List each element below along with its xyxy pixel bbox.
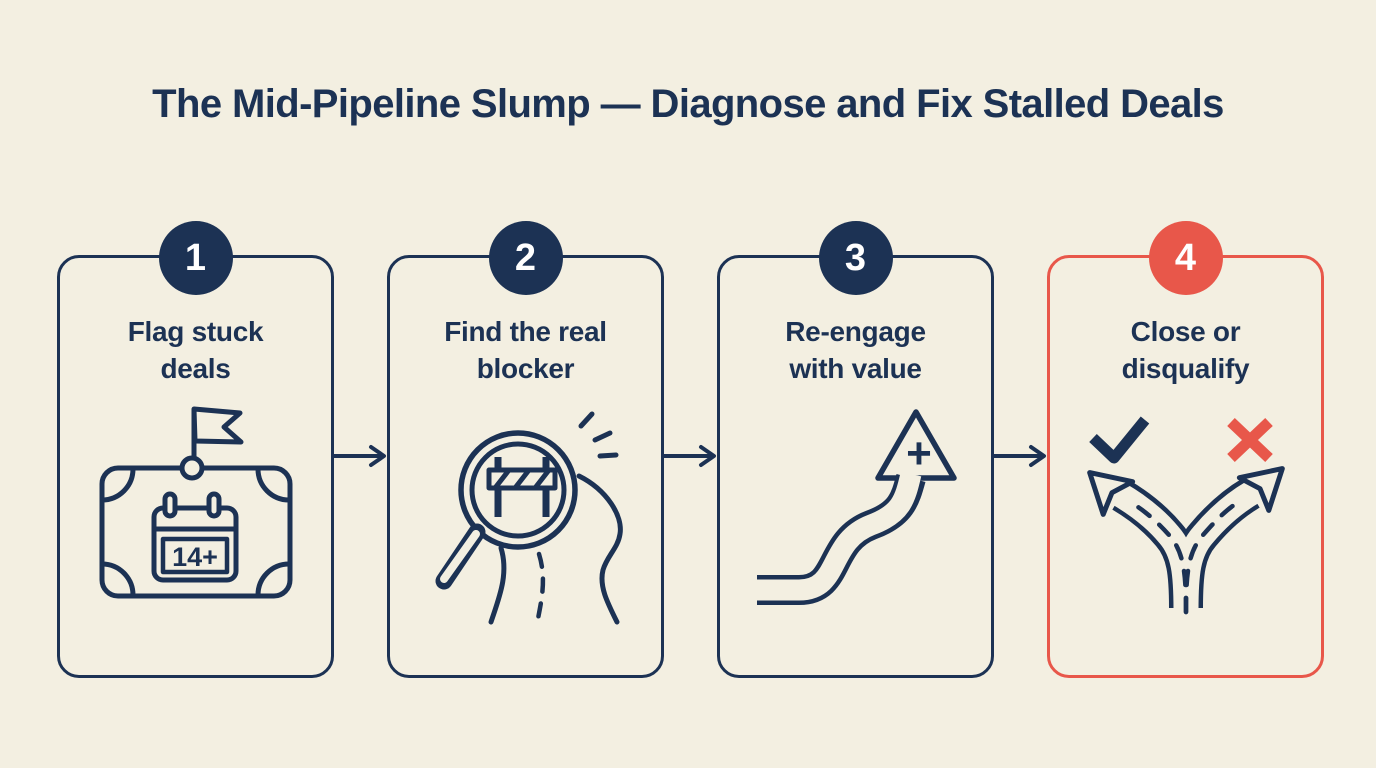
step-number: 4 (1174, 236, 1197, 279)
page-title: The Mid-Pipeline Slump — Diagnose and Fi… (152, 82, 1224, 126)
flow-arrow-icon (994, 442, 1047, 470)
step-number-badge: 3 (818, 221, 893, 295)
step-card-4: 4 Close or disqualify (1047, 221, 1324, 678)
step-title: Find the real blocker (444, 316, 607, 384)
step-card-1: 1 Flag stuck deals (57, 221, 334, 678)
step-number-badge: 4 (1148, 221, 1223, 295)
fork-road-check-x-icon (1050, 398, 1321, 638)
step-number: 1 (184, 236, 207, 279)
step-number-badge: 1 (158, 221, 233, 295)
step-card-2: 2 Find the real blocker (387, 221, 664, 678)
steps-row: 1 Flag stuck deals (57, 221, 1324, 678)
flow-arrow-icon (334, 442, 387, 470)
step-title: Flag stuck deals (127, 316, 264, 384)
x-icon (1226, 417, 1273, 462)
magnifier-roadblock-icon (390, 398, 661, 633)
step-number-badge: 2 (488, 221, 563, 295)
flow-arrow-icon (664, 442, 717, 470)
step-title: Close or disqualify (1121, 316, 1250, 384)
svg-text:+: + (906, 429, 932, 478)
svg-text:14+: 14+ (172, 542, 218, 572)
flagged-ticket-calendar-icon: 14+ (60, 398, 331, 628)
step-number: 2 (514, 236, 537, 279)
step-title: Re-engage with value (785, 316, 926, 384)
rising-wavy-arrow-icon: + (720, 398, 991, 623)
step-number: 3 (844, 236, 867, 279)
step-card-3: 3 Re-engage with value + (717, 221, 994, 678)
check-icon (1088, 416, 1149, 464)
